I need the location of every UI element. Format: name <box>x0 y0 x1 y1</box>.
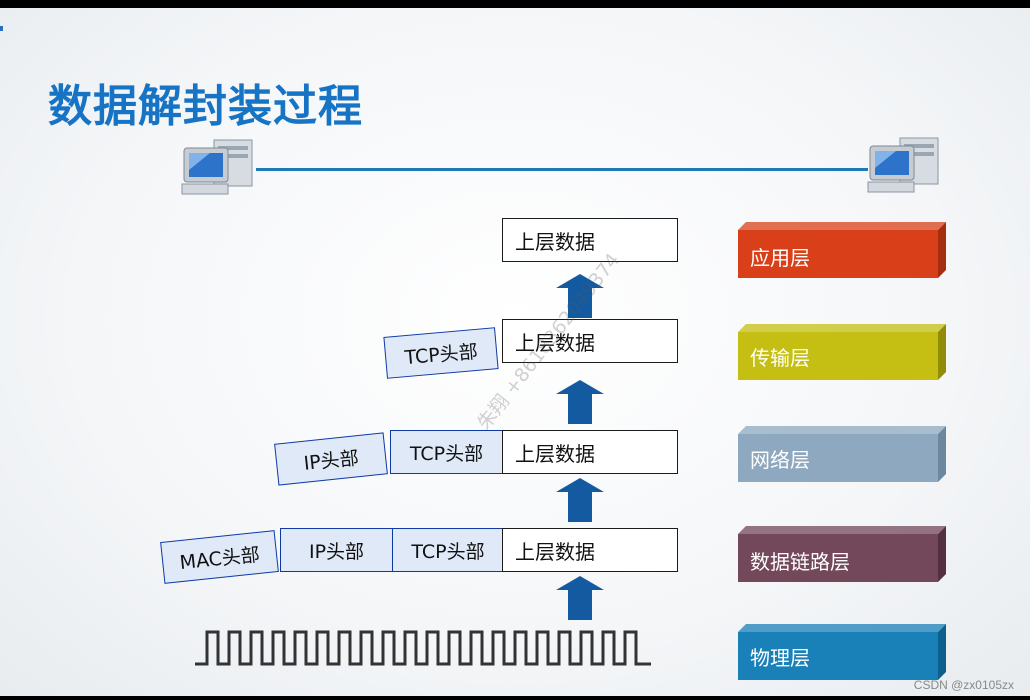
layer-front-face <box>738 230 938 278</box>
computer-left-icon <box>181 139 253 195</box>
layer-side-face <box>938 624 946 680</box>
footer-credit: CSDN @zx0105zx <box>913 678 1014 692</box>
upper-data-box-link: 上层数据 <box>502 528 678 572</box>
square-wave-signal <box>195 630 651 666</box>
layer-label: 数据链路层 <box>750 550 850 574</box>
layer-top-face <box>738 222 946 230</box>
mac-header-link: MAC头部 <box>160 530 279 584</box>
upper-data-box-network: 上层数据 <box>502 430 678 474</box>
layer-transport: 传输层 <box>738 324 946 380</box>
slide: 数据解封装过程 上层数据 TCP头部 上层数据 IP头部 TCP头部 上层数据 … <box>0 8 1030 696</box>
upper-data-box-transport: 上层数据 <box>502 319 678 363</box>
layer-data-link: 数据链路层 <box>738 526 946 582</box>
edge-marker <box>0 26 3 31</box>
layer-label: 应用层 <box>750 246 810 270</box>
layer-side-face <box>938 426 946 482</box>
layer-front-face <box>738 534 938 582</box>
layer-side-face <box>938 526 946 582</box>
up-arrow-icon <box>556 274 604 318</box>
up-arrow-icon <box>556 380 604 424</box>
tcp-header-link: TCP头部 <box>392 528 504 572</box>
layer-front-face <box>738 434 938 482</box>
upper-data-box-app: 上层数据 <box>502 218 678 262</box>
layer-label: 物理层 <box>750 646 810 670</box>
tcp-header-network: TCP头部 <box>390 430 503 474</box>
layer-physical: 物理层 <box>738 624 946 680</box>
tcp-header-transport: TCP头部 <box>383 327 499 379</box>
layer-label: 网络层 <box>750 448 810 472</box>
up-arrow-icon <box>556 478 604 522</box>
layer-side-face <box>938 222 946 278</box>
layer-application: 应用层 <box>738 222 946 278</box>
layer-top-face <box>738 526 946 534</box>
computer-right-icon <box>867 137 939 193</box>
layer-front-face <box>738 632 938 680</box>
layer-network: 网络层 <box>738 426 946 482</box>
layer-side-face <box>938 324 946 380</box>
layer-front-face <box>738 332 938 380</box>
page-title: 数据解封装过程 <box>48 81 363 132</box>
ip-header-link: IP头部 <box>280 528 393 572</box>
layer-top-face <box>738 426 946 434</box>
ip-header-network: IP头部 <box>274 432 388 486</box>
network-link-line <box>256 168 868 171</box>
layer-top-face <box>738 324 946 332</box>
layer-top-face <box>738 624 946 632</box>
up-arrow-icon <box>556 576 604 620</box>
layer-label: 传输层 <box>750 346 810 370</box>
